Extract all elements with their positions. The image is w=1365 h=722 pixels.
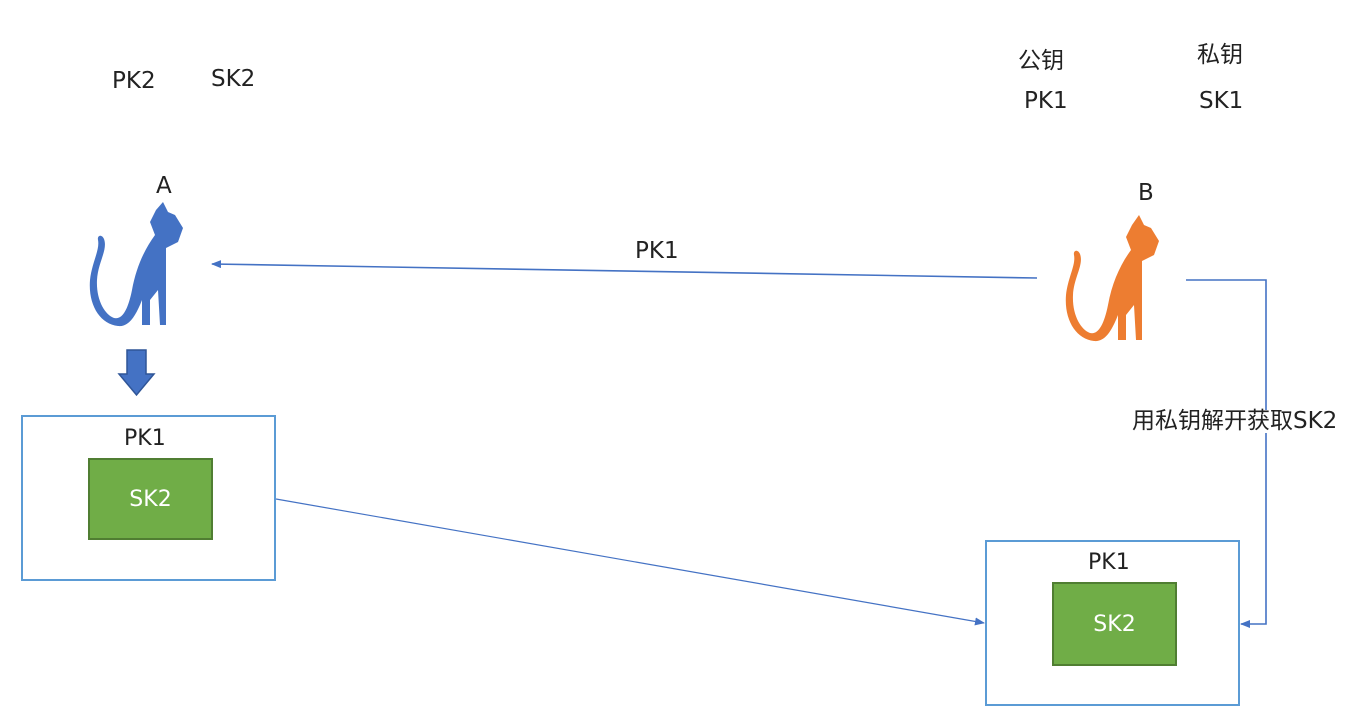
party-a-name: A	[156, 173, 172, 199]
pk1-transfer-label: PK1	[635, 238, 679, 264]
down-arrow-icon	[117, 349, 156, 397]
party-a-public-key: PK2	[112, 68, 156, 94]
decrypt-connector-arrow	[1186, 279, 1267, 628]
decrypt-label: 用私钥解开获取SK2	[1132, 408, 1338, 434]
party-b-public-key-heading: 公钥	[1018, 48, 1064, 74]
box-a-outer-label: PK1	[124, 426, 166, 451]
box-b-inner-key: SK2	[1052, 582, 1177, 666]
encrypted-box-b: PK1 SK2	[985, 540, 1240, 706]
party-b-name: B	[1138, 180, 1154, 206]
party-a-private-key: SK2	[211, 66, 256, 92]
box-a-inner-key: SK2	[88, 458, 213, 540]
box-b-outer-label: PK1	[1088, 550, 1130, 575]
cat-b-icon	[1065, 215, 1159, 342]
party-b-private-key: SK1	[1199, 88, 1244, 114]
pk1-transfer-arrow	[211, 260, 1038, 279]
encrypted-box-a: PK1 SK2	[21, 415, 276, 581]
encrypted-box-transfer-arrow	[275, 498, 985, 626]
cat-a-icon	[89, 202, 183, 327]
party-b-public-key: PK1	[1024, 88, 1068, 114]
party-b-private-key-heading: 私钥	[1197, 42, 1243, 68]
box-b-inner-label: SK2	[1093, 611, 1136, 637]
box-a-inner-label: SK2	[129, 486, 172, 512]
